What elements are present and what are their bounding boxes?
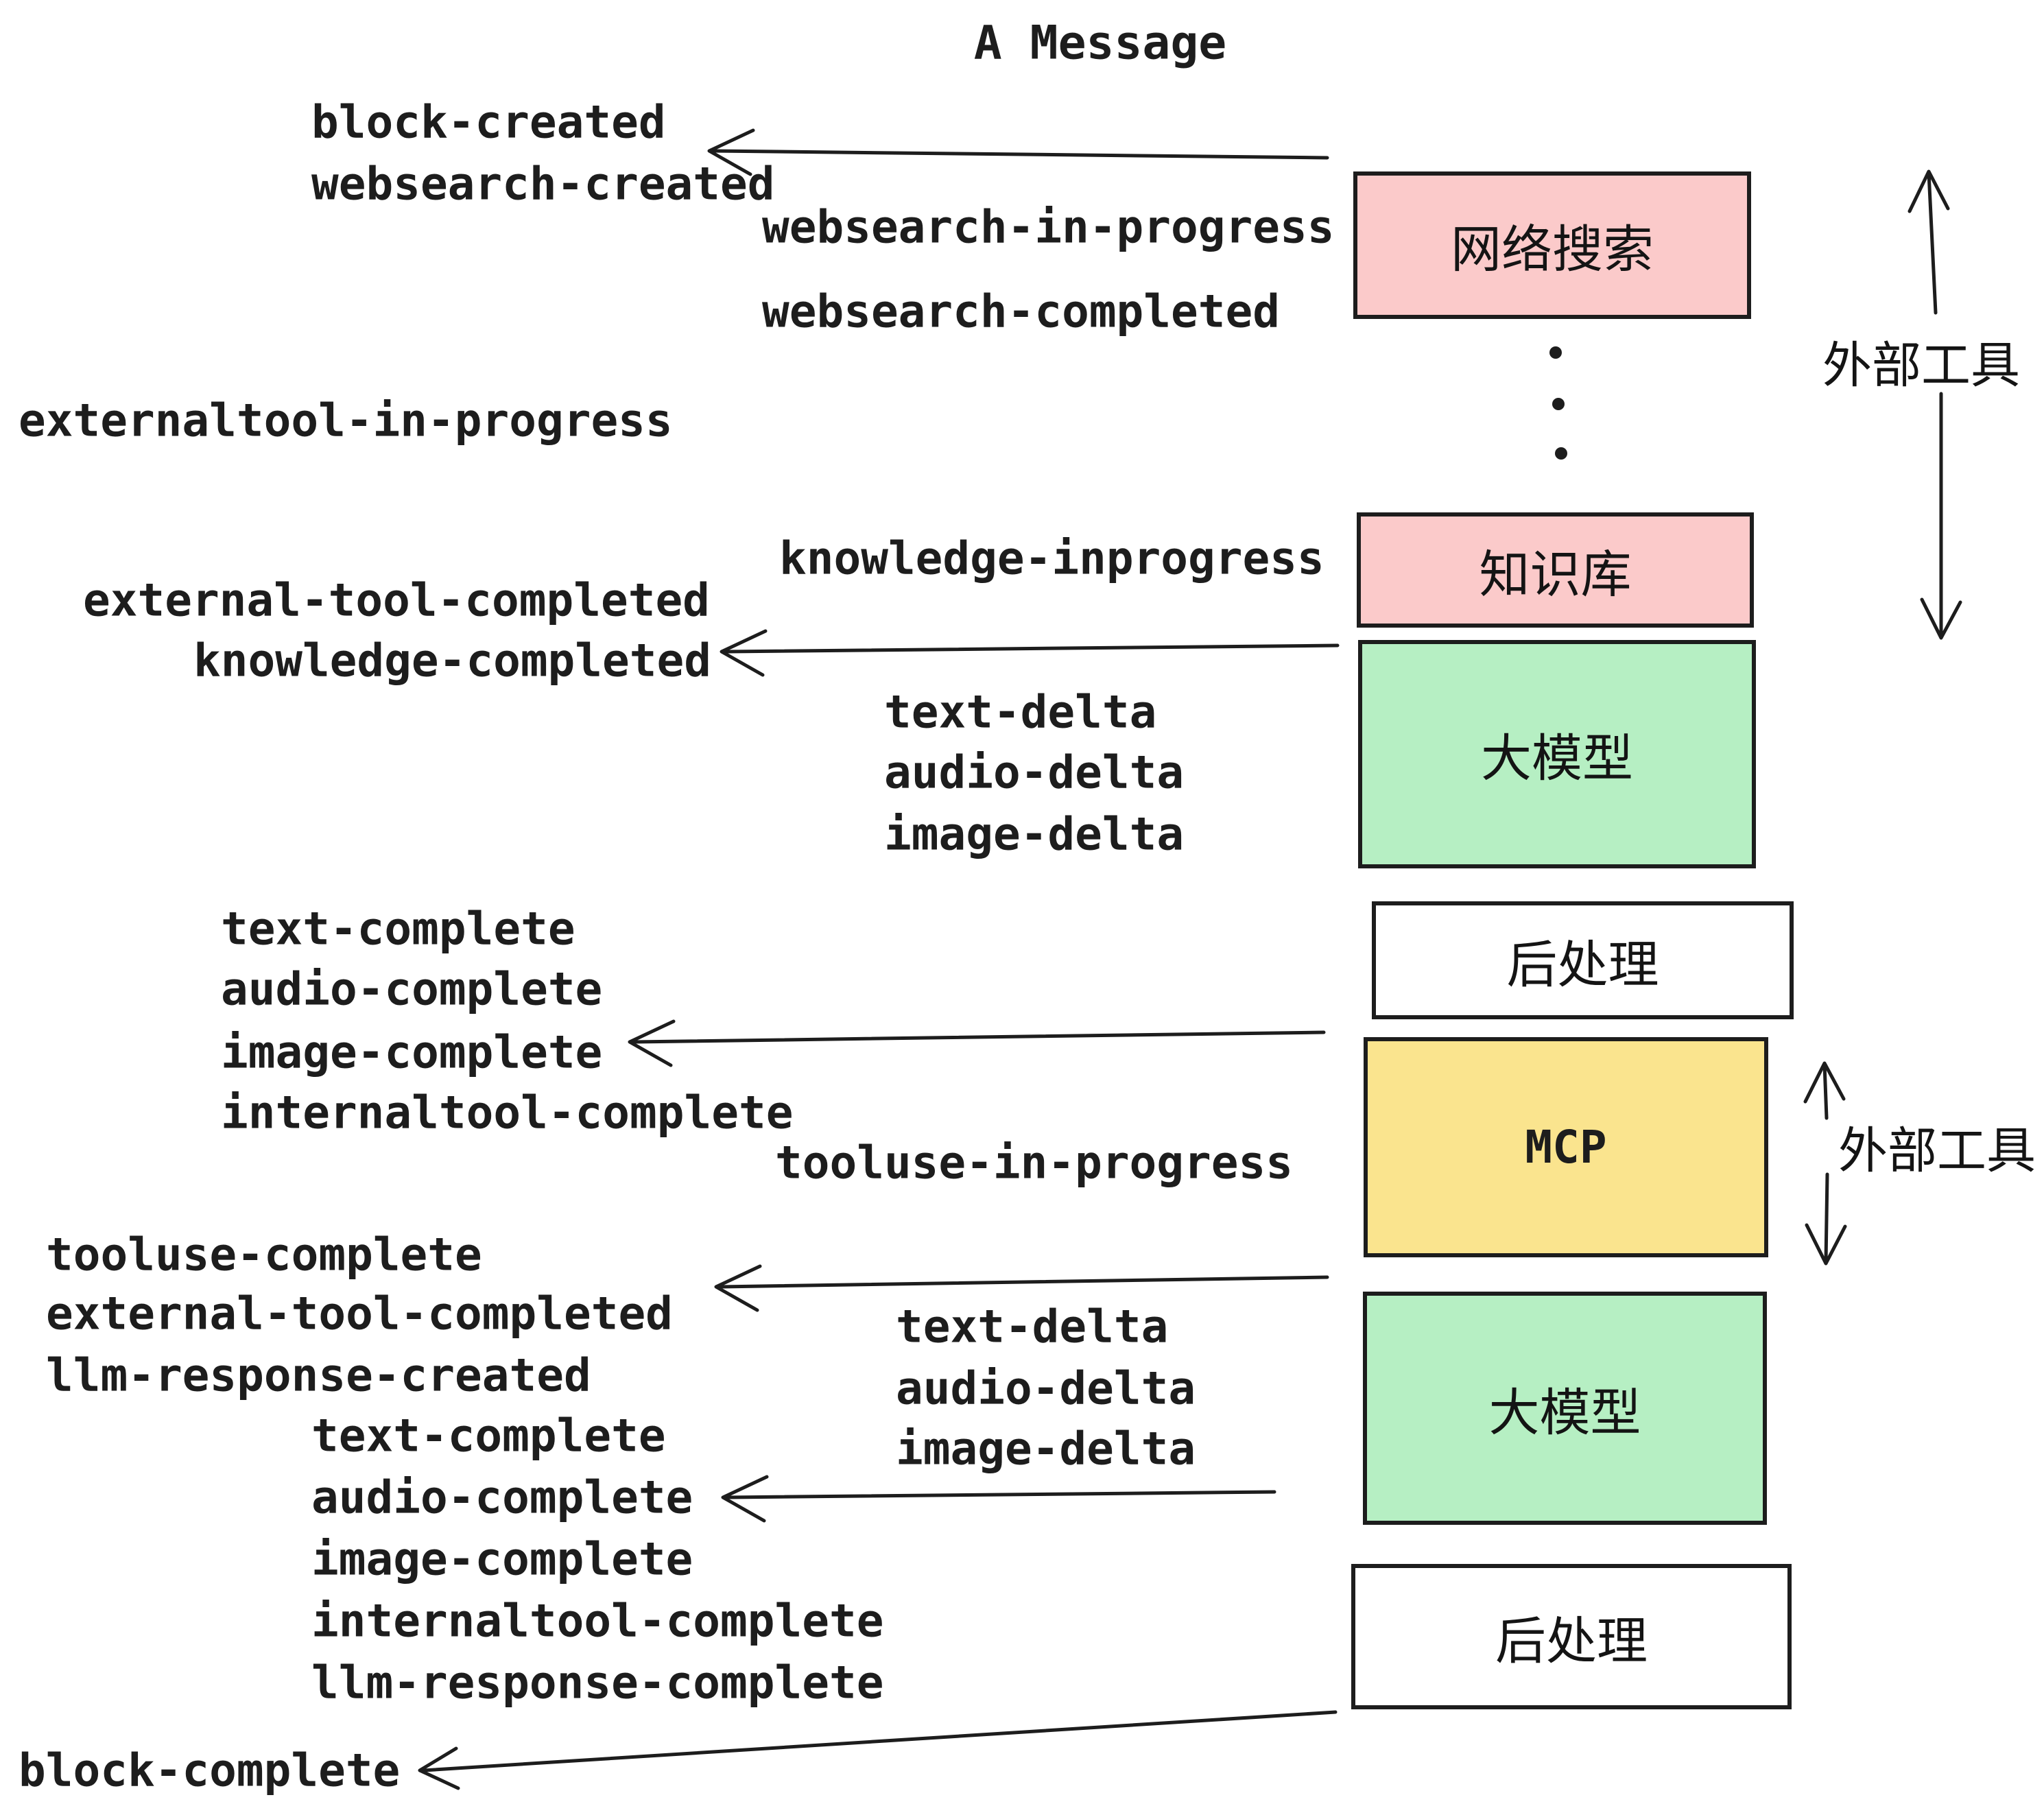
event-image-delta-2: image-delta [896, 1422, 1196, 1475]
event-knowledge-inprogress: knowledge-inprogress [779, 532, 1324, 585]
event-audio-delta-1: audio-delta [884, 746, 1185, 799]
event-internaltool-complete-2: internaltool-complete [311, 1594, 884, 1648]
node-postprocess-bottom-label: 后处理 [1495, 1612, 1648, 1670]
arrow-block-created [707, 128, 1329, 176]
page-title: A Message [973, 16, 1227, 71]
node-knowledge-label: 知识库 [1479, 545, 1632, 603]
event-audio-delta-2: audio-delta [896, 1362, 1196, 1415]
event-image-complete-2: image-complete [311, 1532, 693, 1586]
node-postprocess-top: 后处理 [1372, 901, 1794, 1019]
arrow-audio-complete [721, 1475, 1276, 1523]
event-text-delta-2: text-delta [896, 1300, 1169, 1353]
external-tools-label-bottom: 外部工具 [1838, 1124, 2036, 1179]
ellipsis-dots [1549, 346, 1567, 460]
event-text-delta-1: text-delta [884, 685, 1157, 739]
arrow-image-complete [628, 1019, 1326, 1067]
node-llm-top-label: 大模型 [1481, 730, 1633, 787]
node-mcp-label: MCP [1525, 1121, 1607, 1174]
event-websearch-completed: websearch-completed [762, 285, 1280, 338]
event-internaltool-complete-1: internaltool-complete [221, 1086, 794, 1139]
node-postprocess-bottom: 后处理 [1351, 1564, 1792, 1709]
node-mcp: MCP [1364, 1037, 1768, 1257]
node-websearch: 网络搜索 [1353, 171, 1751, 319]
event-external-tool-completed-2: external-tool-completed [46, 1287, 673, 1340]
event-block-created: block-created [311, 95, 666, 149]
event-externaltool-in-progress: externaltool-in-progress [19, 394, 673, 447]
event-llm-response-created: llm-response-created [46, 1349, 591, 1402]
event-external-tool-completed-1: external-tool-completed [83, 573, 710, 627]
event-tooluse-in-progress: tooluse-in-progress [775, 1136, 1293, 1189]
event-audio-complete-1: audio-complete [221, 962, 603, 1016]
event-image-delta-1: image-delta [884, 807, 1185, 861]
external-tools-label-top: 外部工具 [1822, 338, 2021, 394]
node-llm-top: 大模型 [1358, 640, 1756, 868]
event-image-complete-1: image-complete [221, 1025, 603, 1079]
external-tools-arrow-top [1908, 169, 1962, 640]
event-block-complete: block-complete [19, 1744, 401, 1797]
node-llm-bottom: 大模型 [1363, 1292, 1767, 1525]
event-websearch-in-progress: websearch-in-progress [762, 200, 1335, 254]
event-websearch-created: websearch-created [311, 157, 775, 211]
event-text-complete-2: text-complete [311, 1409, 666, 1462]
event-audio-complete-2: audio-complete [311, 1471, 693, 1524]
node-llm-bottom-label: 大模型 [1488, 1384, 1641, 1441]
arrow-knowledge-completed [720, 629, 1340, 677]
node-postprocess-top-label: 后处理 [1506, 936, 1659, 993]
node-knowledge: 知识库 [1357, 512, 1754, 628]
event-knowledge-completed: knowledge-completed [193, 634, 711, 687]
event-llm-response-complete: llm-response-complete [311, 1656, 884, 1709]
node-websearch-label: 网络搜索 [1451, 221, 1654, 278]
event-text-complete-1: text-complete [221, 902, 575, 956]
arrow-block-complete [418, 1710, 1338, 1790]
event-tooluse-complete: tooluse-complete [46, 1228, 482, 1281]
